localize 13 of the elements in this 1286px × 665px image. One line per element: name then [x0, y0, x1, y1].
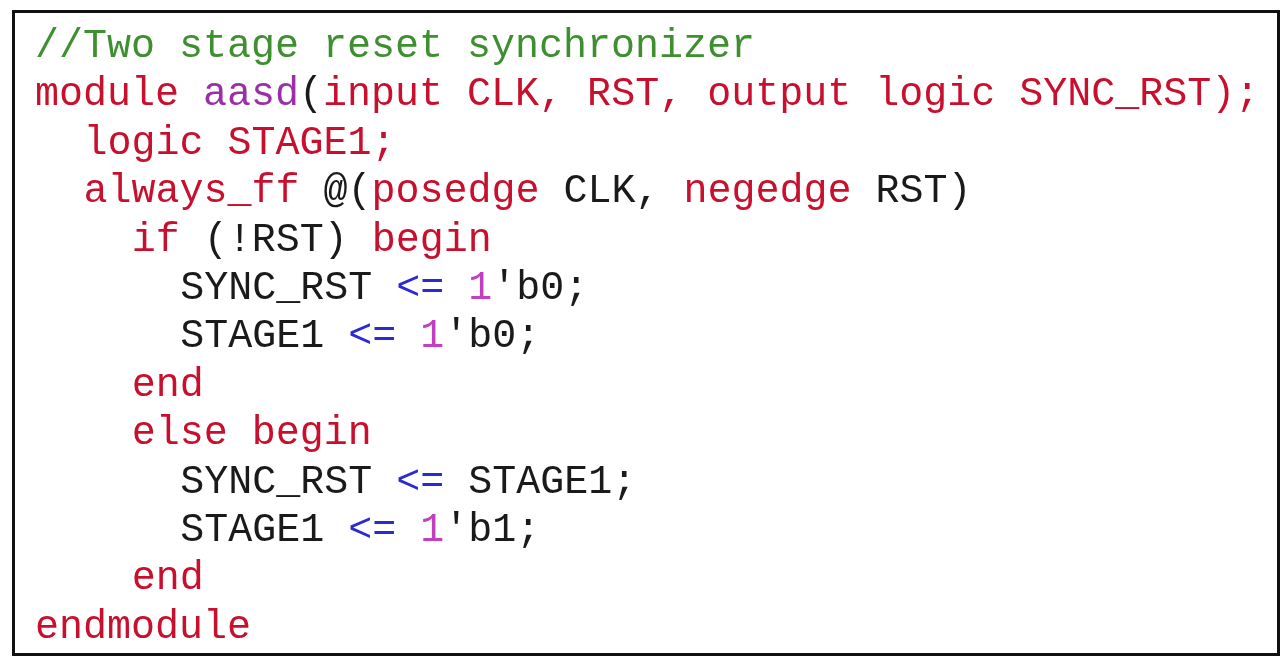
code-line: end: [131, 555, 204, 604]
code-line: STAGE1 <= 1'b1;: [180, 507, 541, 555]
code-line: SYNC_RST <= 1'b0;: [180, 265, 589, 313]
code-comment: //Two stage reset synchronizer: [35, 23, 756, 71]
code-line: SYNC_RST <= STAGE1;: [180, 458, 637, 507]
code-line: always_ff @(posedge CLK, negedge RST): [83, 168, 972, 217]
code-line: endmodule: [35, 603, 252, 652]
code-line: STAGE1 <= 1'b0;: [180, 313, 541, 362]
code-line: end: [131, 361, 204, 410]
code-line: else begin: [131, 410, 372, 459]
code-line: if (!RST) begin: [131, 216, 492, 265]
code-line: module aasd(input CLK, RST, output logic SYNC_RST);: [35, 71, 1260, 120]
code-line: logic STAGE1;: [83, 119, 396, 168]
